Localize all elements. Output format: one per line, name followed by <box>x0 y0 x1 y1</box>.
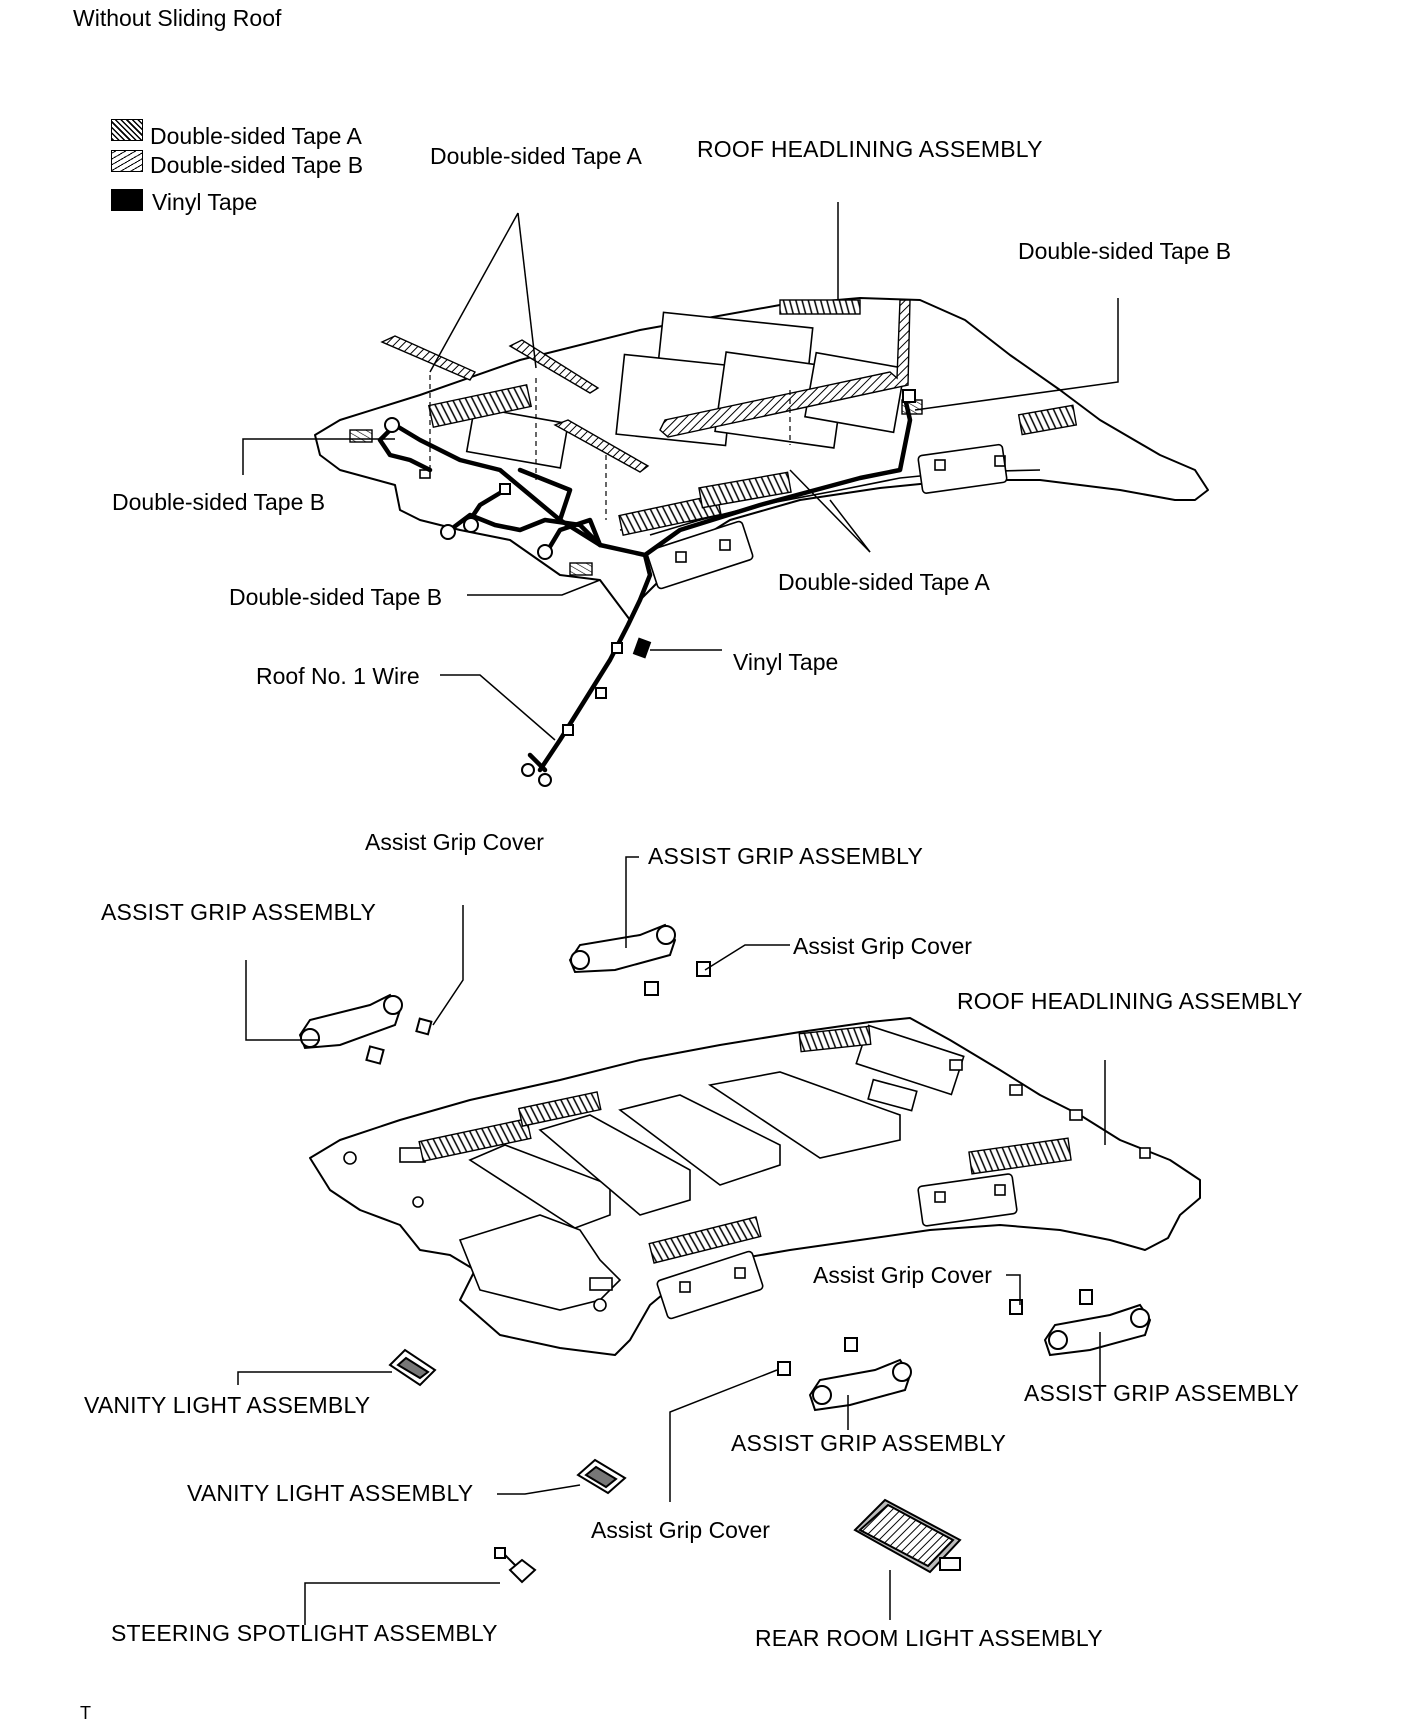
assist-grip-right-icon <box>1009 1289 1152 1357</box>
bottom-panel-2 <box>538 1114 691 1216</box>
label-roof-wire: Roof No. 1 Wire <box>256 663 420 689</box>
label-tape-a-top: Double-sided Tape A <box>430 143 642 169</box>
label-vinyl-tape: Vinyl Tape <box>733 649 839 675</box>
solid-black-swatch-icon <box>111 189 143 211</box>
fine-hatch-swatch-icon <box>111 150 143 172</box>
label-assist-grip-assembly-3: ASSIST GRIP ASSEMBLY <box>1024 1380 1300 1406</box>
label-assist-grip-assembly-2: ASSIST GRIP ASSEMBLY <box>101 899 377 925</box>
assist-grip-top-left-icon <box>298 993 433 1065</box>
label-steering-spotlight: STEERING SPOTLIGHT ASSEMBLY <box>111 1620 498 1646</box>
headlining-top-outline <box>314 297 1209 621</box>
footer-mark: T <box>80 1703 91 1723</box>
bottom-panel-1 <box>468 1144 611 1229</box>
diagonal-hatch-swatch-icon <box>111 119 143 141</box>
bottom-panel-3 <box>618 1094 781 1186</box>
vanity-light-1-icon <box>388 1348 437 1387</box>
roof-headlining-top <box>314 297 1209 621</box>
label-assist-grip-cover-4: Assist Grip Cover <box>591 1517 770 1543</box>
tape-a-strip-2 <box>508 339 600 394</box>
page-title: Without Sliding Roof <box>73 5 282 31</box>
leader-lines-bottom <box>237 856 1106 1625</box>
legend-label-tape-b: Double-sided Tape B <box>150 152 364 178</box>
roof-headlining-bottom <box>309 1017 1201 1356</box>
label-assist-grip-assembly-1: ASSIST GRIP ASSEMBLY <box>648 843 924 869</box>
tape-a-strip-3 <box>553 419 650 473</box>
assist-grip-top-center-icon <box>568 923 711 996</box>
label-tape-b-lower: Double-sided Tape B <box>229 584 443 610</box>
leader-lines-top <box>242 202 1119 741</box>
assist-grip-center-bottom-icon <box>777 1337 912 1412</box>
label-tape-b-left: Double-sided Tape B <box>112 489 326 515</box>
alignment-lines <box>429 375 791 520</box>
vanity-light-2-icon <box>576 1458 627 1495</box>
tape-a-strip-long <box>659 299 911 438</box>
rear-room-light-icon <box>853 1498 962 1574</box>
tape-strips-top <box>349 299 923 659</box>
label-assist-grip-assembly-4: ASSIST GRIP ASSEMBLY <box>731 1430 1007 1456</box>
headlining-bottom-details <box>343 1024 1151 1320</box>
label-tape-b-right: Double-sided Tape B <box>1018 238 1232 264</box>
bottom-panel-4 <box>707 1071 901 1159</box>
label-assist-grip-cover-2: Assist Grip Cover <box>793 933 972 959</box>
legend-label-vinyl-tape: Vinyl Tape <box>152 189 258 215</box>
wire-connectors <box>384 389 916 787</box>
label-assist-grip-cover-1: Assist Grip Cover <box>365 829 544 855</box>
label-assist-grip-cover-3: Assist Grip Cover <box>813 1262 992 1288</box>
headlining-bottom-outline <box>309 1017 1201 1356</box>
roof-wire-harness <box>377 395 913 773</box>
label-vanity-light-1: VANITY LIGHT ASSEMBLY <box>84 1392 371 1418</box>
label-rear-room-light: REAR ROOM LIGHT ASSEMBLY <box>755 1625 1103 1651</box>
label-roof-headlining-bottom: ROOF HEADLINING ASSEMBLY <box>957 988 1303 1014</box>
headlining-top-pads <box>427 299 1078 537</box>
legend-label-tape-a: Double-sided Tape A <box>150 123 362 149</box>
tape-a-strip-1 <box>380 335 477 381</box>
label-tape-a-lower: Double-sided Tape A <box>778 569 990 595</box>
vinyl-tape-piece <box>632 637 652 659</box>
headlining-bottom-pads <box>418 1025 1072 1264</box>
steering-spotlight-icon <box>494 1547 537 1584</box>
bottom-visor-panel <box>458 1214 622 1311</box>
label-roof-headlining-top: ROOF HEADLINING ASSEMBLY <box>697 136 1043 162</box>
label-vanity-light-2: VANITY LIGHT ASSEMBLY <box>187 1480 474 1506</box>
